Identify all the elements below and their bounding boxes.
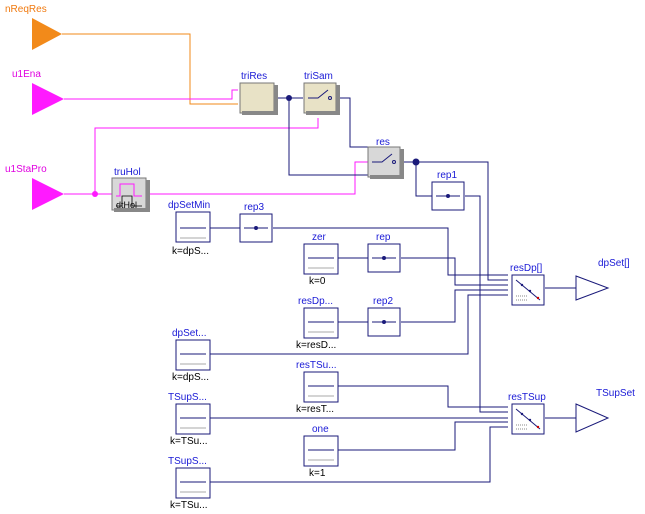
wire-res-rep1: [415, 162, 432, 197]
restsup-param: k=resT...: [296, 404, 334, 415]
rep-block[interactable]: rep: [367, 232, 401, 273]
tsupset-label: TSupSet: [596, 388, 635, 399]
rep1-label: rep1: [437, 170, 457, 181]
zer-label: zer: [312, 232, 327, 243]
wire-nreqres: [62, 33, 238, 105]
truhol-label: truHol: [114, 167, 141, 178]
wire-branch-res: [288, 98, 368, 176]
junction-dot: [412, 158, 420, 166]
wire-truhol-res: [148, 161, 368, 195]
wire-tsupmax-out: [210, 426, 508, 483]
zer-param: k=0: [309, 276, 326, 287]
resdp-selector-block[interactable]: resDp[]: [510, 263, 545, 306]
rep3-block[interactable]: rep3: [239, 202, 273, 243]
tsupsetmin-param: k=TSu...: [170, 436, 208, 447]
logic-blocks: triRes triSam res rep1: [111, 71, 465, 212]
one-label: one: [312, 424, 329, 435]
rep2-block[interactable]: rep2: [367, 296, 401, 337]
wire-trisam-res: [336, 97, 368, 148]
dpsetmax-block[interactable]: dpSet... k=dpS...: [172, 328, 211, 383]
rep1-block[interactable]: rep1: [431, 170, 465, 211]
tsupsetmax-label: TSupS...: [168, 456, 207, 467]
resdp-selector-label: resDp[]: [510, 263, 542, 274]
dpsetmax-label: dpSet...: [172, 328, 206, 339]
wire-restsup-out: [338, 385, 508, 408]
tsupsetmax-block[interactable]: TSupS... k=TSu...: [168, 456, 211, 511]
output-connectors: dpSet[] TSupSet: [575, 258, 635, 433]
res-label: res: [376, 137, 390, 148]
wires: [62, 33, 576, 483]
resdp-label: resDp...: [298, 296, 333, 307]
tsupset-output-connector[interactable]: [575, 403, 610, 433]
truhol-block[interactable]: truHol dtHol: [111, 167, 150, 212]
u1ena-input-connector[interactable]: [32, 83, 64, 115]
rep3-label: rep3: [244, 202, 264, 213]
one-block[interactable]: one k=1: [303, 424, 339, 479]
dpsetmax-param: k=dpS...: [172, 372, 209, 383]
restsup-selector-block[interactable]: resTSup: [508, 392, 546, 435]
wire-rep3-out: [273, 227, 508, 276]
wire-res-out: [401, 161, 508, 281]
wire-dpsetmax-out: [210, 294, 508, 355]
input-connectors: nReqRes u1Ena u1StaPro: [5, 4, 64, 210]
resdp-block[interactable]: resDp... k=resD...: [296, 296, 339, 351]
zer-block[interactable]: zer k=0: [303, 232, 339, 287]
wire-u1ena: [64, 89, 238, 100]
rep-label: rep: [376, 232, 391, 243]
wire-u1stapro-branch: [94, 118, 319, 194]
nreqres-label: nReqRes: [5, 4, 47, 15]
u1stapro-label: u1StaPro: [5, 164, 47, 175]
dpset-label: dpSet[]: [598, 258, 630, 269]
junction-dot: [286, 95, 292, 101]
u1ena-label: u1Ena: [12, 69, 41, 80]
rep2-label: rep2: [373, 296, 393, 307]
dpsetmin-param: k=dpS...: [172, 246, 209, 257]
wire-one-out: [338, 421, 508, 451]
tsupsetmax-param: k=TSu...: [170, 500, 208, 511]
constant-blocks: dpSetMin k=dpS... rep3 zer k=0 rep: [168, 200, 401, 511]
restsup-label: resTSu...: [296, 360, 337, 371]
u1stapro-input-connector[interactable]: [32, 178, 64, 210]
trires-block[interactable]: triRes: [239, 71, 278, 115]
dpsetmin-block[interactable]: dpSetMin k=dpS...: [168, 200, 211, 257]
trisam-block[interactable]: triSam: [303, 71, 340, 115]
tsupsetmin-block[interactable]: TSupS... k=TSu...: [168, 392, 211, 447]
one-param: k=1: [309, 468, 326, 479]
wire-rep1-out: [465, 195, 508, 413]
wire-rep-out: [401, 257, 508, 286]
res-switch-block[interactable]: res: [367, 137, 404, 179]
dpsetmin-label: dpSetMin: [168, 200, 210, 211]
trires-label: triRes: [241, 71, 267, 82]
restsup-block[interactable]: resTSu... k=resT...: [296, 360, 339, 415]
wire-rep2-out: [401, 289, 508, 323]
resdp-param: k=resD...: [296, 340, 336, 351]
truhol-param: dtHol: [116, 200, 137, 210]
junction-dot: [92, 191, 98, 197]
nreqres-input-connector[interactable]: [32, 18, 62, 50]
restsup-selector-label: resTSup: [508, 392, 546, 403]
selector-blocks: resDp[] resTSup: [508, 263, 546, 435]
dpset-output-connector[interactable]: [575, 275, 610, 301]
tsupsetmin-label: TSupS...: [168, 392, 207, 403]
trisam-label: triSam: [304, 71, 333, 82]
